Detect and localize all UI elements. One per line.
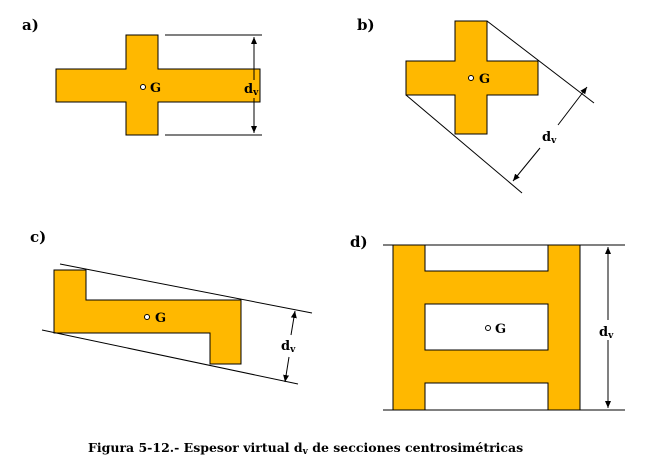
figure-caption: Figura 5-12.- Espesor virtual dv de secc…	[88, 440, 523, 457]
panel-label: b)	[357, 16, 375, 34]
panel-b: b) G dv	[357, 16, 595, 194]
centroid-label: G	[495, 322, 506, 337]
centroid-label: G	[155, 311, 166, 326]
dimension-label: dv	[244, 82, 259, 98]
dimension-arrow	[512, 147, 541, 182]
cross-section	[55, 34, 261, 136]
centroid-label: G	[150, 81, 161, 96]
dimension-label: dv	[599, 325, 614, 341]
tangent-line	[405, 94, 523, 194]
centroid-marker	[468, 75, 474, 81]
panel-label: d)	[350, 233, 368, 251]
dimension-label: dv	[542, 130, 557, 146]
tangent-line	[486, 20, 595, 104]
centroid-label: G	[479, 72, 490, 87]
panel-c: c) G dv	[30, 228, 313, 385]
centroid-marker	[485, 325, 491, 331]
centroid-marker	[144, 314, 150, 320]
panel-label: a)	[22, 16, 39, 34]
centroid-marker	[140, 84, 146, 90]
dimension-arrow	[283, 356, 290, 383]
dimension-label: dv	[281, 339, 296, 355]
tangent-line	[41, 329, 299, 385]
dimension-arrow	[557, 86, 588, 126]
dimension-arrow	[290, 310, 297, 336]
panel-d: d) G dv	[350, 233, 625, 411]
tangent-line	[59, 263, 313, 314]
panel-label: c)	[30, 228, 46, 246]
panel-a: a) G dv	[22, 16, 262, 136]
